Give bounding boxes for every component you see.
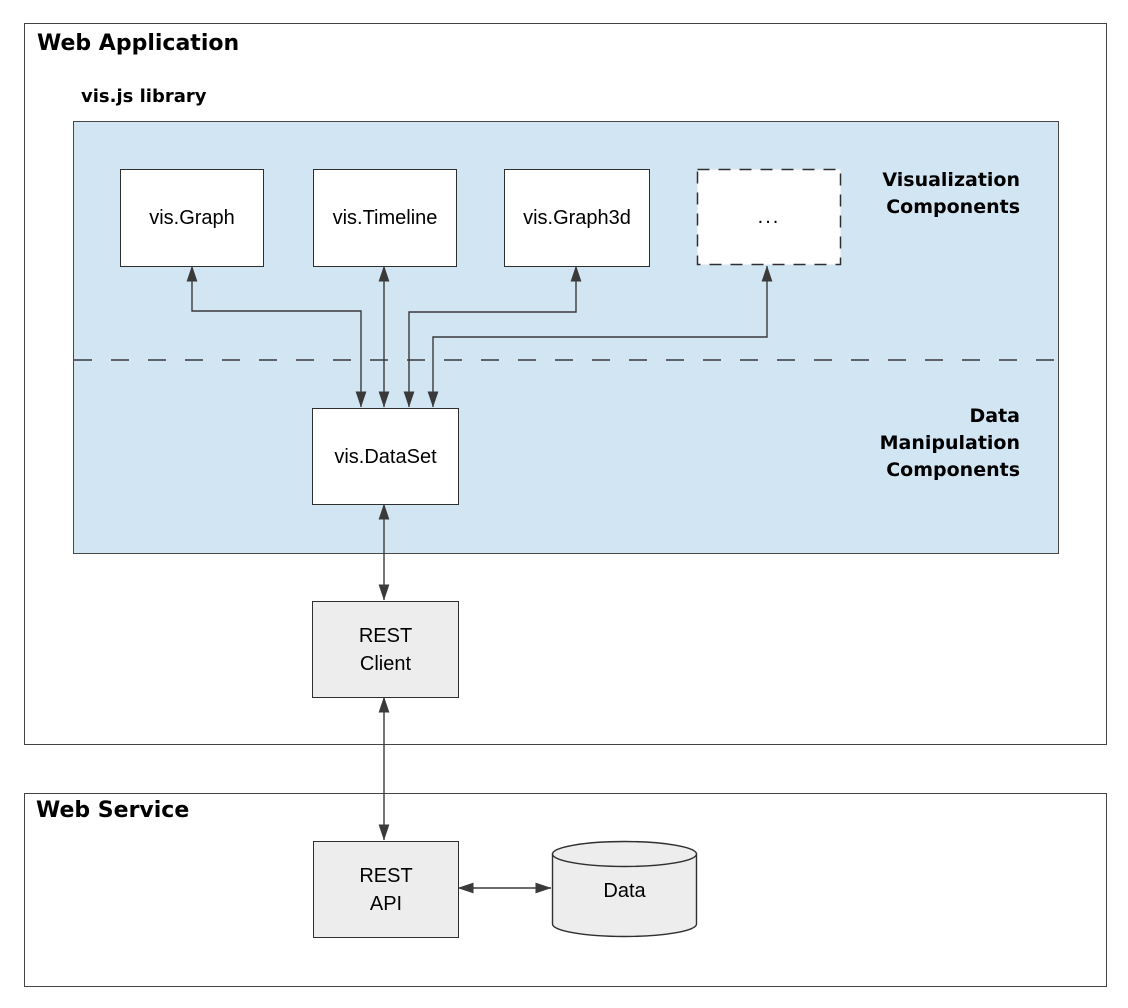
visjs-library-title: vis.js library <box>81 86 207 107</box>
node-vis-graph3d-label: vis.Graph3d <box>523 207 631 229</box>
data-cylinder-label: Data <box>603 880 646 902</box>
node-rest-api: REST API <box>313 841 459 938</box>
data-manipulation-components-line: Manipulation <box>879 432 1020 454</box>
node-vis-graph: vis.Graph <box>120 169 264 267</box>
node-vis-timeline-label: vis.Timeline <box>332 207 438 229</box>
node-rest-api-label: REST API <box>359 862 412 918</box>
node-rest-client: REST Client <box>312 601 459 698</box>
web-service-title: Web Service <box>36 798 190 823</box>
node-rest-client-label: REST Client <box>359 622 412 678</box>
data-manipulation-components-line: Data <box>969 405 1021 427</box>
node-rest-client-line1: REST <box>358 624 413 647</box>
node-rest-api-line2: API <box>369 892 403 915</box>
web-application-title: Web Application <box>37 31 240 56</box>
node-rest-client-line2: Client <box>359 652 412 675</box>
node-vis-graph-label: vis.Graph <box>149 207 235 229</box>
visualization-components-label: Visualization Components <box>820 167 1020 221</box>
node-more-components-label: ... <box>757 206 781 228</box>
node-vis-dataset-label: vis.DataSet <box>334 445 437 468</box>
visualization-components-line: Components <box>886 196 1020 218</box>
data-manipulation-components-line: Components <box>886 459 1020 481</box>
node-vis-timeline: vis.Timeline <box>313 169 457 267</box>
visualization-components-line: Visualization <box>882 169 1020 191</box>
node-vis-dataset: vis.DataSet <box>312 408 459 505</box>
node-vis-graph3d: vis.Graph3d <box>504 169 650 267</box>
node-rest-api-line1: REST <box>359 864 413 887</box>
data-manipulation-components-label: Data Manipulation Components <box>820 403 1020 484</box>
